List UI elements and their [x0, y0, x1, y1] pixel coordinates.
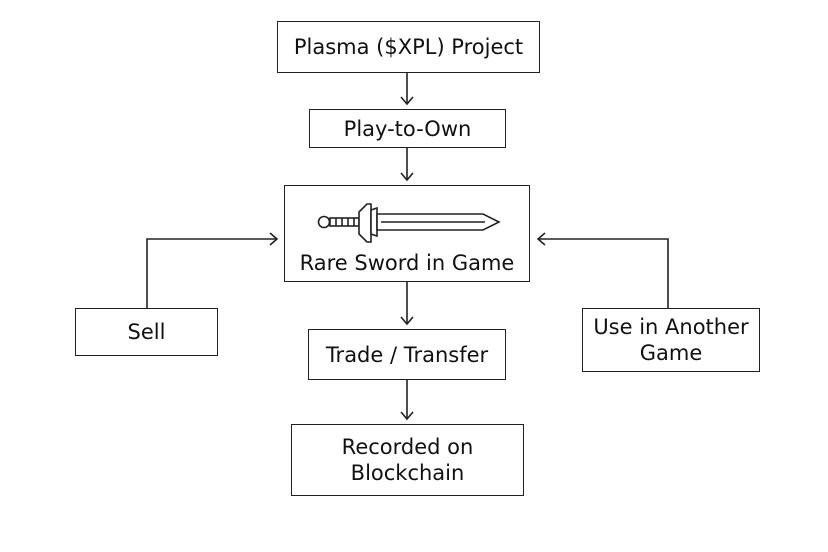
arrow-sell-to-sword	[146, 232, 279, 308]
node-label: Rare Sword in Game	[299, 251, 515, 275]
node-sell: Sell	[75, 308, 218, 356]
arrow-use-other-to-sword	[536, 232, 669, 308]
node-rare-sword: Rare Sword in Game	[284, 185, 530, 282]
node-plasma-project: Plasma ($XPL) Project	[277, 21, 540, 73]
node-label-line1: Use in Another	[593, 315, 749, 339]
node-trade-transfer: Trade / Transfer	[308, 329, 506, 380]
node-label: Play-to-Own	[343, 116, 472, 141]
node-label: Trade / Transfer	[325, 342, 489, 367]
arrow-play-to-own-to-sword	[400, 148, 414, 182]
node-label-line2: Blockchain	[350, 461, 465, 485]
arrow-plasma-to-play-to-own	[400, 73, 414, 106]
node-use-in-another-game: Use in Another Game	[582, 308, 760, 372]
node-label-line2: Game	[639, 341, 703, 365]
sword-icon	[317, 203, 501, 243]
node-recorded-on-blockchain: Recorded on Blockchain	[291, 424, 524, 496]
node-play-to-own: Play-to-Own	[309, 109, 506, 148]
node-label-line1: Recorded on	[341, 435, 474, 459]
arrow-trade-to-recorded	[400, 380, 414, 421]
node-label: Sell	[127, 320, 166, 344]
arrow-sword-to-trade	[400, 282, 414, 326]
node-label: Plasma ($XPL) Project	[293, 35, 524, 59]
